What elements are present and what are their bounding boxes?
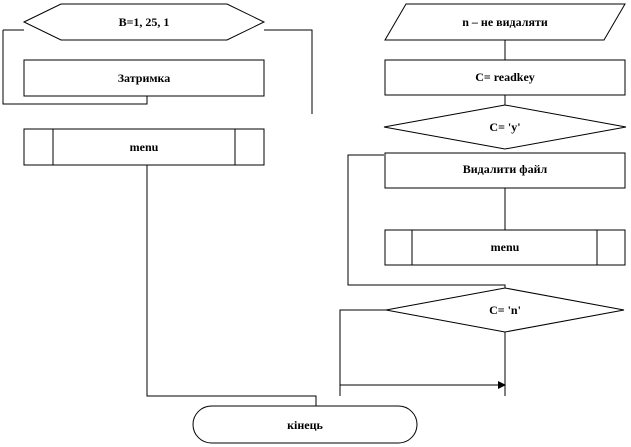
menu-left-box	[23, 128, 265, 166]
cond-n-branch-line	[339, 309, 386, 396]
readkey-label: C= readkey	[475, 70, 535, 84]
menu-to-end-line	[146, 165, 317, 406]
delete-file-label: Видалити файл	[463, 162, 548, 176]
delay-label: Затримка	[118, 71, 171, 85]
menu-left-label: menu	[130, 140, 159, 154]
end-label: кінець	[287, 418, 323, 432]
delete-file-box	[384, 152, 626, 189]
cond-y-diamond	[383, 104, 627, 150]
end-terminal	[192, 405, 418, 444]
loop-label: B=1, 25, 1	[119, 15, 170, 29]
loop-hexagon	[22, 3, 266, 41]
loop-return-line	[2, 30, 148, 105]
delay-box	[23, 59, 265, 97]
io-label: n – не видаляти	[462, 15, 548, 29]
loop-exit-line	[264, 29, 313, 114]
menu-right-label: menu	[491, 240, 520, 254]
readkey-box	[384, 59, 626, 96]
cond-n-diamond	[385, 287, 625, 333]
menu-right-box	[384, 229, 626, 266]
cond-n-label: C= 'n'	[489, 303, 521, 317]
io-parallelogram	[384, 3, 626, 41]
cond-y-label: C= 'y'	[489, 120, 520, 134]
